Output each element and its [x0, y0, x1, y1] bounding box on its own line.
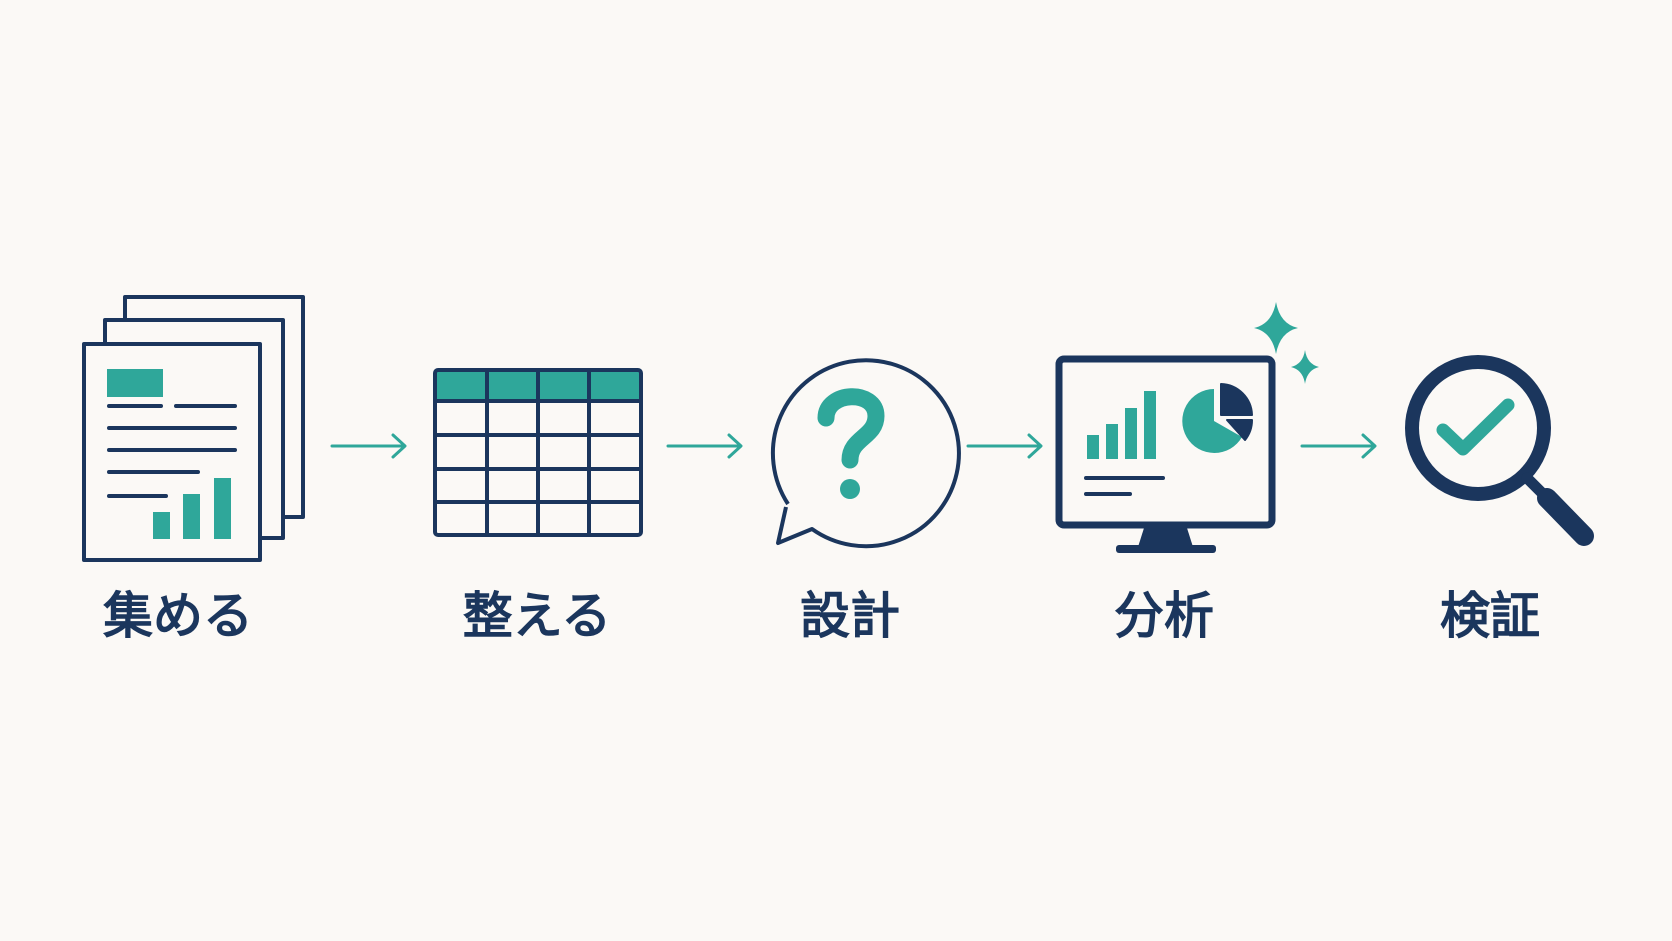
arrow-right-icon — [666, 433, 743, 459]
step-label-design: 設計 — [800, 587, 900, 645]
arrow-right-icon — [1300, 433, 1377, 459]
arrow-right-icon — [966, 433, 1043, 459]
table-grid-icon — [433, 368, 643, 537]
step-label-collect: 集める — [103, 587, 253, 645]
step-design: 設計 — [0, 0, 961, 645]
step-verify: 検証 — [0, 0, 1594, 645]
step-organize: 整える — [0, 0, 643, 645]
step-label-analyze: 分析 — [1114, 587, 1214, 645]
step-collect: 集める — [0, 0, 305, 645]
arrow-right-icon — [330, 433, 407, 459]
monitor-chart-icon — [1055, 302, 1319, 553]
step-label-organize: 整える — [462, 587, 612, 645]
question-speech-bubble-icon — [770, 358, 961, 549]
step-analyze: 分析 — [0, 0, 1319, 645]
step-label-verify: 検証 — [1440, 587, 1540, 645]
stacked-documents-icon — [82, 295, 305, 562]
magnifier-check-icon — [1405, 355, 1594, 546]
